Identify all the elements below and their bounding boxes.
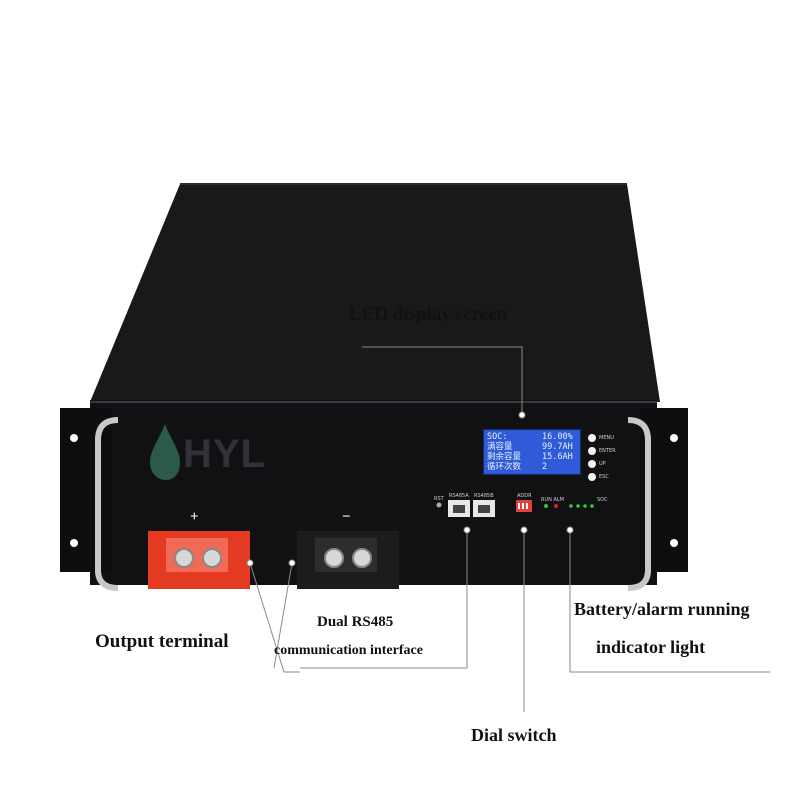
esc-button: [588, 473, 596, 481]
rs485b-label: RS485B: [474, 493, 494, 499]
output-terminal-label: Output terminal: [95, 631, 229, 652]
negative-sign: −: [342, 509, 351, 525]
enter-button: [588, 447, 596, 455]
lcd-key: SOC:: [487, 432, 508, 442]
indicator-label-line1: Battery/alarm running: [574, 599, 750, 619]
rs485-label-line1: Dual RS485: [317, 614, 394, 630]
run-alm-label: RUN ALM: [541, 497, 564, 503]
addr-label: ADDR: [517, 493, 532, 499]
up-label: UP: [599, 461, 606, 467]
right-mounting-ear: [640, 408, 688, 572]
lcd-row: 循环次数 2: [487, 462, 547, 472]
lcd-value: 2: [542, 462, 548, 472]
left-mounting-ear: [60, 408, 112, 572]
rs485-label-line2: communication interface: [274, 643, 423, 658]
lcd-value: 15.6AH: [542, 452, 573, 462]
lcd-value: 99.7AH: [542, 442, 573, 452]
left-handle: [95, 417, 119, 591]
menu-button: [588, 434, 596, 442]
soc-led: [569, 504, 573, 508]
alarm-led: [554, 504, 558, 508]
up-button: [588, 460, 596, 468]
lcd-key: 满容量: [487, 442, 513, 452]
logo-drop-icon: [150, 424, 180, 480]
run-led: [544, 504, 548, 508]
dial-switch-label: Dial switch: [471, 725, 557, 745]
brand-logo: HYL: [183, 432, 266, 476]
indicator-label-line2: indicator light: [596, 637, 706, 657]
lcd-row: SOC: 16.00%: [487, 432, 573, 442]
soc-led: [590, 504, 594, 508]
lcd-key: 循环次数: [487, 462, 522, 472]
soc-led: [583, 504, 587, 508]
reset-button: [436, 502, 442, 508]
rs485a-label: RS485A: [449, 493, 469, 499]
battery-top-lid: [90, 184, 660, 402]
enter-label: ENTER: [599, 448, 616, 454]
menu-label: MENU: [599, 435, 614, 441]
led-display-label: LED display screen: [349, 304, 508, 325]
esc-label: ESC: [599, 474, 609, 480]
lcd-screen: SOC: 16.00% 满容量 99.7AH 剩余容量 15.6AH 循环次数 2: [483, 429, 581, 475]
lcd-key: 剩余容量: [487, 452, 522, 462]
lcd-row: 满容量 99.7AH: [487, 442, 573, 452]
positive-sign: +: [190, 509, 199, 525]
lcd-row: 剩余容量 15.6AH: [487, 452, 573, 462]
rst-label: RST: [434, 496, 444, 502]
soc-led: [576, 504, 580, 508]
right-handle: [627, 417, 651, 591]
lcd-value: 16.00%: [542, 432, 573, 442]
soc-label: SOC: [597, 497, 608, 503]
callout-lines: [249, 346, 770, 712]
